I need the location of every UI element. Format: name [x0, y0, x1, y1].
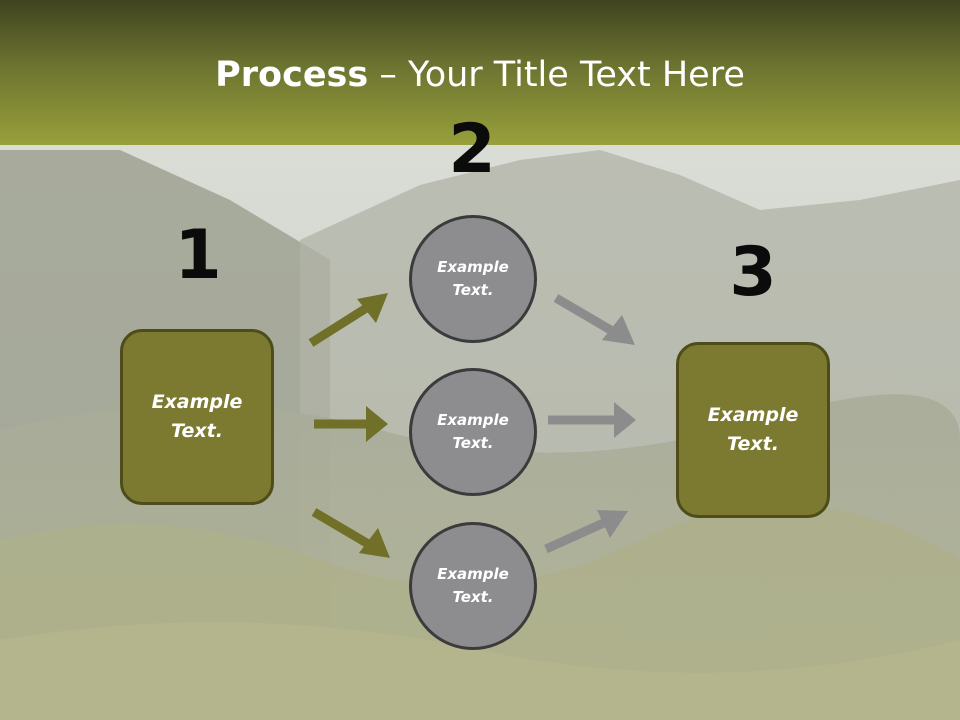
title-bar	[0, 0, 960, 145]
circle-middle: Example Text.	[409, 368, 537, 496]
right-box-label: Example Text.	[707, 404, 799, 455]
title-bold-word: Process	[215, 55, 369, 95]
arrow-gray-right	[548, 402, 636, 438]
right-box: Example Text.	[676, 342, 830, 518]
arrow-olive-up	[308, 293, 388, 347]
arrow-gray-down	[553, 294, 635, 345]
circle-top: Example Text.	[409, 215, 537, 343]
left-box: Example Text.	[120, 329, 274, 505]
arrow-olive-right	[314, 406, 388, 442]
slide-title: Process – Your Title Text Here	[0, 50, 960, 100]
title-rest: – Your Title Text Here	[368, 55, 745, 95]
arrow-olive-down	[311, 508, 390, 558]
circle-middle-label: Example Text.	[437, 411, 509, 452]
arrow-gray-up	[544, 510, 628, 554]
circle-bottom: Example Text.	[409, 522, 537, 650]
circle-top-label: Example Text.	[437, 258, 509, 299]
step-number-2: 2	[448, 110, 496, 189]
left-box-label: Example Text.	[151, 391, 243, 442]
step-number-3: 3	[729, 233, 777, 312]
step-number-1: 1	[174, 216, 222, 295]
circle-bottom-label: Example Text.	[437, 565, 509, 606]
